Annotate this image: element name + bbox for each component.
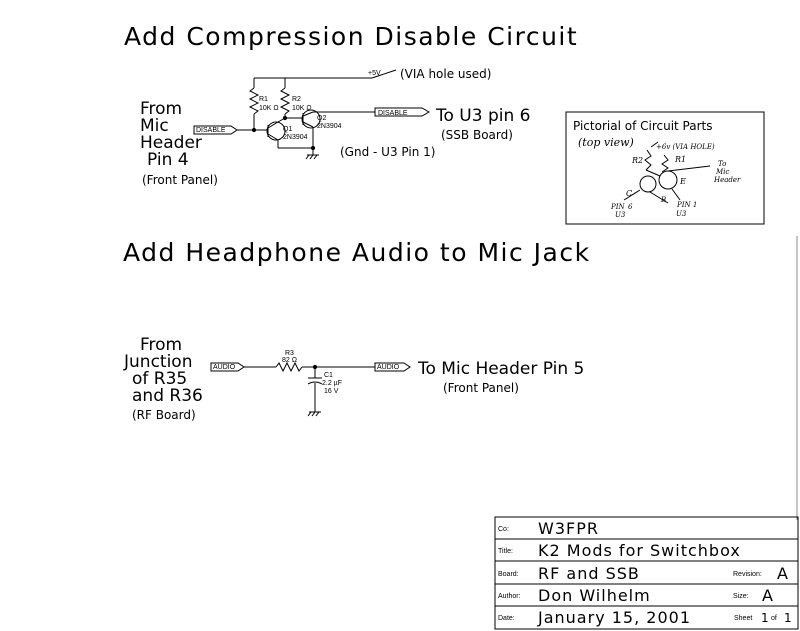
tb-sheet-total: 1 [784,611,793,625]
resistor-r1: R1 10K Ω [248,78,279,130]
r2-ref: R2 [292,96,301,103]
section1-to-text: To U3 pin 6 [435,106,530,126]
r1-value: 10K Ω [259,105,279,112]
pictorial-pin6-2: 6 [628,203,633,211]
capacitor-c1: C1 2.2 µF 16 V [307,367,342,417]
r2-value: 10K Ω [292,105,312,112]
c1-voltage: 16 V [324,388,339,395]
tb-sheet-num: 1 [761,611,770,625]
tb-size-label: Size: [733,593,749,600]
tb-date-label: Date: [498,615,515,622]
section2-from-label: From Junction of R35 and R36 (RF Board) [123,335,203,422]
pictorial-c: C [626,189,632,198]
c1-value: 2.2 µF [322,380,342,387]
section1-from-line: Mic [140,116,169,136]
section2-to-text: To Mic Header Pin 5 [417,359,584,379]
r1-ref: R1 [259,96,268,103]
tb-revision-label: Revision: [733,571,762,578]
audio-output-port: AUDIO To Mic Header Pin 5 (Front Panel) [374,359,584,395]
r3-ref: R3 [285,350,294,357]
audio-input-port: AUDIO [210,362,276,372]
tb-board-value: RF and SSB [538,564,640,583]
tb-board-label: Board: [498,571,519,578]
tb-revision-value: A [777,564,789,583]
section2-title: Add Headphone Audio to Mic Jack [123,238,591,267]
audio-input-label: AUDIO [213,364,236,371]
pictorial-e: E [679,177,686,186]
q2-ref: Q2 [317,115,326,122]
tb-title-value: K2 Mods for Switchbox [538,541,741,560]
r3-value: 82 Ω [282,357,297,364]
pictorial-r2: R2 [631,156,643,165]
audio-output-label: AUDIO [377,364,400,371]
section2-to-note: (Front Panel) [443,381,519,395]
section1-to-note: (SSB Board) [441,128,513,142]
pictorial-pin1-1: PIN 1 [676,201,697,209]
ground-bus: (Gnd - U3 Pin 1) [278,145,435,160]
transistor-q1: Q1 2N3904 [266,117,308,148]
pictorial-vplus: +6v (VIA HOLE) [656,143,715,151]
title-block: Co: W3FPR Title: K2 Mods for Switchbox B… [494,516,799,630]
pictorial-r1: R1 [674,155,686,164]
q2-part: 2N3904 [317,123,342,130]
pictorial-pin6-1: PIN [610,203,625,211]
tb-author-value: Don Wilhelm [538,586,651,605]
pictorial-to-mic-2: Mic [715,168,729,176]
tb-size-value: A [762,586,774,605]
c1-ref: C1 [324,372,333,379]
pictorial-to-mic-1: To [718,160,726,168]
pictorial-q-right [658,170,678,190]
q1-ref: Q1 [283,126,292,133]
section1-from-label: From Mic Header Pin 4 (Front Panel) [140,99,218,187]
pictorial-title: Pictorial of Circuit Parts [573,119,712,133]
tb-sheet-label: Sheet [734,615,752,622]
pictorial-to-mic-3: Header [713,176,741,184]
pictorial-box: Pictorial of Circuit Parts (top view) +6… [565,111,765,225]
section2-from-line: and R36 [132,386,203,406]
resistor-r3: R3 82 Ω [275,350,303,373]
ground-note: (Gnd - U3 Pin 1) [340,145,435,159]
transistor-q2: Q2 2N3904 [301,109,375,148]
tb-sheet-of: of [771,615,777,622]
pictorial-pin1-2: U3 [676,210,687,218]
section2-from-line: of R35 [132,369,187,389]
section2-from-note: (RF Board) [132,408,196,422]
tb-co-value: W3FPR [538,519,599,538]
disable-output-port: DISABLE To U3 pin 6 (SSB Board) [374,106,530,142]
tb-date-value: January 15, 2001 [537,608,691,627]
section2-from-line: From [140,335,182,355]
pictorial-q-left [639,175,657,193]
section1-title: Add Compression Disable Circuit [124,22,578,51]
q1-part: 2N3904 [283,134,308,141]
pictorial-subtitle: (top view) [578,136,634,149]
tb-title-label: Title: [498,548,513,555]
section1-from-line: From [140,99,182,119]
disable-output-label: DISABLE [378,110,408,117]
section1-from-line: Header [140,133,202,153]
section1-from-line: Pin 4 [147,150,189,170]
supply-label: +5V [368,70,381,77]
tb-author-label: Author: [498,593,521,600]
pictorial-pin6-3: U3 [615,211,626,219]
tb-co-label: Co: [498,526,509,533]
disable-input-port: DISABLE [193,125,268,135]
disable-input-label: DISABLE [196,127,226,134]
resistor-r2: R2 10K Ω [279,78,312,118]
supply-rail: +5V (VIA hole used) [254,67,491,81]
supply-note: (VIA hole used) [400,67,491,81]
section2-from-line: Junction [123,352,192,372]
section1-from-note: (Front Panel) [142,173,218,187]
